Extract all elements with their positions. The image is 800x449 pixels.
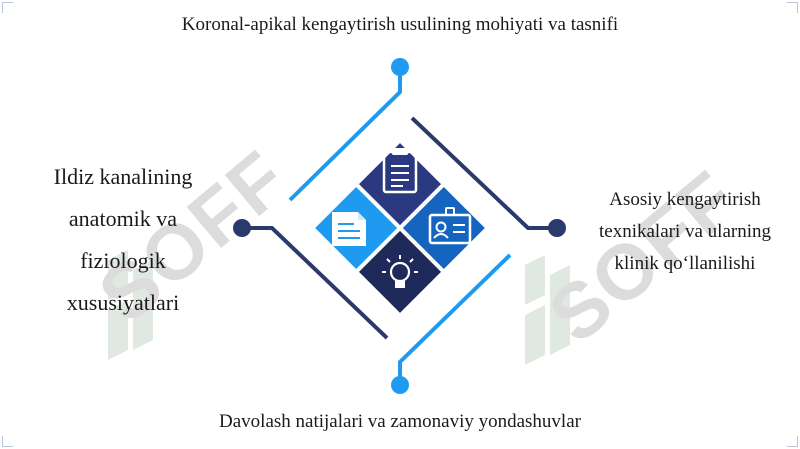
connector-top-right [410, 116, 566, 237]
id-card-icon [428, 207, 472, 245]
connector-bottom [391, 253, 512, 394]
title-text: Koronal-apikal kengaytirish usulining mo… [181, 14, 619, 35]
corner-mark [787, 2, 798, 13]
left-text-line: anatomik va [68, 206, 178, 231]
corner-mark [2, 2, 13, 13]
document-icon [332, 212, 366, 246]
connector-top [288, 58, 409, 202]
left-text-line: Ildiz kanalining [53, 164, 193, 189]
right-text-line: texnikalari va ularning [599, 221, 771, 242]
lightbulb-icon [382, 255, 418, 288]
right-text-line: klinik qo‘llanilishi [614, 253, 756, 274]
clipboard-icon [382, 148, 418, 194]
corner-mark [787, 436, 798, 447]
quadrant-right [402, 186, 485, 270]
left-text-line: fiziologik [80, 248, 166, 273]
connector-left [233, 219, 389, 340]
left-text-line: xususiyatlari [66, 290, 180, 315]
corner-mark [2, 436, 13, 447]
right-text-line: Asosiy kengaytirish [609, 189, 761, 210]
bottom-text: Davolash natijalari va zamonaviy yondash… [219, 411, 581, 432]
left-text-block: Ildiz kanalining anatomik va fiziologik … [28, 156, 218, 324]
right-text-block: Asosiy kengaytirish texnikalari va ularn… [585, 184, 785, 280]
